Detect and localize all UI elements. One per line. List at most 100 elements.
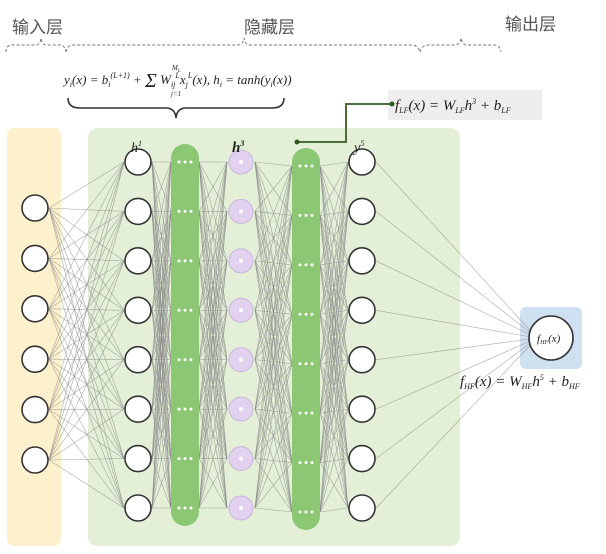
ellipsis-dot: [189, 407, 193, 411]
ellipsis-dot: [310, 213, 314, 217]
edge: [198, 161, 228, 212]
edge: [375, 337, 538, 361]
edge: [48, 258, 125, 410]
h3-node-center: [239, 160, 243, 164]
ellipsis-dot: [310, 411, 314, 415]
edge: [48, 308, 125, 459]
edge: [198, 161, 228, 311]
edge: [48, 258, 125, 360]
ellipsis-dot: [310, 164, 314, 168]
edge: [254, 462, 293, 509]
hidden-formula: yi(x) = bi(L+1) + Σ WijLxjL(x), hi = tan…: [62, 64, 292, 119]
edge: [254, 165, 293, 360]
ellipsis-dot: [310, 263, 314, 267]
hidden-layer-pill: [292, 148, 320, 530]
edge: [375, 309, 538, 339]
edge: [151, 211, 172, 509]
ellipsis-dot: [183, 407, 187, 411]
edge: [254, 161, 293, 167]
edge: [375, 161, 538, 339]
ellipsis-dot: [177, 259, 181, 263]
layer-braces: [5, 37, 502, 53]
edge: [198, 458, 228, 509]
edge: [319, 161, 349, 315]
ellipsis-dot: [177, 358, 181, 362]
ellipsis-dot: [177, 506, 181, 510]
edge: [48, 161, 125, 360]
edge: [151, 409, 172, 509]
ellipsis-dot: [189, 308, 193, 312]
input-node: [21, 194, 49, 222]
h1-node: [124, 197, 152, 226]
edge: [375, 337, 538, 459]
ellipsis-dot: [304, 213, 308, 217]
edge: [198, 211, 228, 509]
ellipsis-dot: [298, 164, 302, 168]
y5-node: [348, 345, 376, 374]
edge: [375, 260, 538, 339]
hf-formula: fHF(x) = WHFh5 + bHF: [460, 373, 580, 391]
edge: [48, 458, 125, 461]
edge: [151, 161, 172, 261]
ellipsis-dot: [304, 362, 308, 366]
output-brace: [419, 37, 502, 53]
ellipsis-dot: [304, 263, 308, 267]
edge: [375, 337, 538, 410]
h3-node-center: [239, 308, 243, 313]
hidden-brace: [65, 37, 421, 53]
hidden-formula-text: yi(x) = bi(L+1) + Σ WijLxjL(x), hi = tan…: [62, 70, 292, 92]
edge: [48, 459, 125, 509]
h1-label: h1: [131, 139, 142, 156]
ellipsis-dot: [183, 160, 187, 164]
input-node: [21, 446, 49, 474]
ellipsis-dot: [298, 312, 302, 316]
network-nodes: [21, 148, 574, 522]
edge: [198, 161, 228, 459]
edge: [319, 161, 349, 265]
ellipsis-dot: [183, 259, 187, 263]
input-layer-label: 输入层: [12, 18, 63, 38]
h3-node-center: [239, 357, 243, 362]
h3-label: h3: [232, 139, 244, 156]
ellipsis-dot: [189, 358, 193, 362]
ellipsis-dot: [304, 164, 308, 168]
hidden-layer-label: 隐藏层: [244, 18, 295, 38]
ellipsis-dot: [298, 411, 302, 415]
ellipsis-dot: [304, 461, 308, 465]
edge: [254, 165, 293, 459]
edge: [319, 161, 349, 463]
edge: [48, 408, 125, 461]
y5-node: [348, 197, 376, 226]
edge: [254, 264, 293, 509]
edge: [198, 161, 228, 509]
h1-node: [124, 296, 152, 325]
edge: [151, 161, 172, 509]
h1-node: [124, 395, 152, 423]
edge: [375, 337, 538, 509]
svg-text:ML: ML: [171, 64, 181, 74]
edge: [254, 507, 293, 513]
edge: [48, 211, 125, 461]
edge: [319, 161, 349, 414]
edge: [48, 161, 125, 461]
ellipsis-dot: [183, 209, 187, 213]
ellipsis-dot: [304, 411, 308, 415]
ellipsis-dot: [189, 457, 193, 461]
ellipsis-dot: [177, 160, 181, 164]
edge: [375, 211, 538, 339]
y5-node: [348, 395, 376, 423]
ellipsis-dot: [298, 510, 302, 514]
edge: [319, 161, 349, 216]
ellipsis-dot: [298, 263, 302, 267]
ellipsis-dot: [310, 461, 314, 465]
edge: [319, 161, 349, 513]
edge: [151, 458, 172, 509]
edge: [151, 161, 172, 410]
edge: [254, 165, 293, 410]
ellipsis-dot: [177, 308, 181, 312]
edge: [198, 310, 228, 509]
ellipsis-dot: [183, 506, 187, 510]
ellipsis-dot: [177, 457, 181, 461]
ellipsis-dot: [304, 312, 308, 316]
lf-formula-box: [388, 90, 542, 120]
